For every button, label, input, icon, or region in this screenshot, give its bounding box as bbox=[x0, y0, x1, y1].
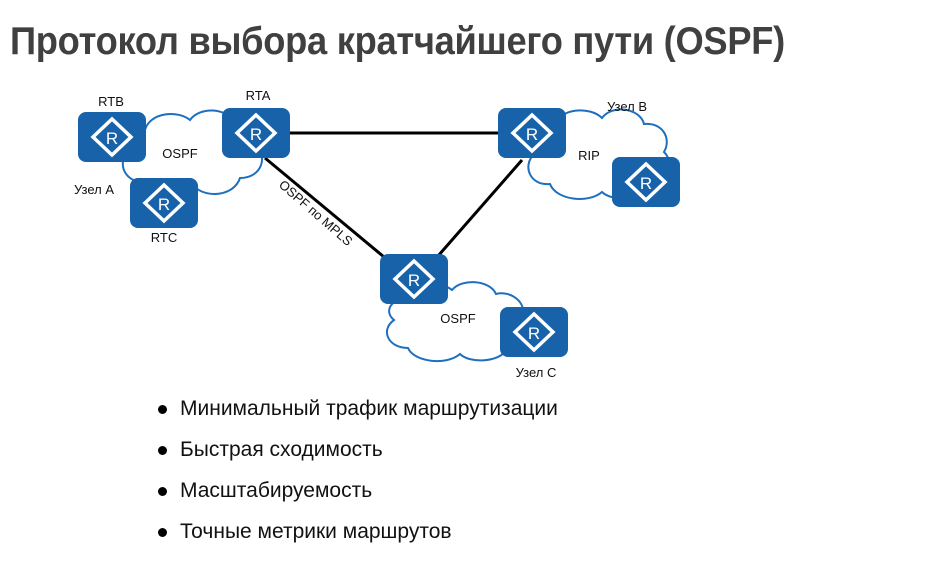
feature-item: Быстрая сходимость bbox=[158, 436, 558, 477]
link-label-mpls: OSPF по MPLS bbox=[276, 177, 356, 249]
page-title: Протокол выбора кратчайшего пути (OSPF) bbox=[10, 20, 785, 63]
link-rta-rc1 bbox=[264, 156, 391, 264]
cloud-c-protocol: OSPF bbox=[440, 311, 475, 326]
link-rb1-rc1 bbox=[436, 159, 524, 257]
cloud-c-site: Узел C bbox=[516, 365, 557, 380]
router-label-rta: RTA bbox=[246, 88, 271, 103]
router-glyph: R bbox=[526, 125, 538, 144]
router-glyph: R bbox=[528, 324, 540, 343]
cloud-a-protocol: OSPF bbox=[162, 146, 197, 161]
cloud-b-protocol: RIP bbox=[578, 148, 600, 163]
cloud-b-site: Узел B bbox=[607, 99, 647, 114]
feature-item: Точные метрики маршрутов bbox=[158, 518, 558, 559]
router-glyph: R bbox=[158, 195, 170, 214]
feature-item: Масштабируемость bbox=[158, 477, 558, 518]
feature-item: Минимальный трафик маршрутизации bbox=[158, 395, 558, 436]
router-glyph: R bbox=[408, 271, 420, 290]
router-label-rtc: RTC bbox=[151, 230, 177, 245]
cloud-a-site: Узел A bbox=[74, 182, 114, 197]
router-glyph: R bbox=[250, 125, 262, 144]
network-diagram: R R R R R R R RTB RTA RTC OSPF Узел A RI… bbox=[74, 88, 682, 380]
router-glyph: R bbox=[106, 129, 118, 148]
router-label-rtb: RTB bbox=[98, 94, 124, 109]
feature-list: Минимальный трафик маршрутизации Быстрая… bbox=[158, 395, 558, 559]
router-glyph: R bbox=[640, 174, 652, 193]
